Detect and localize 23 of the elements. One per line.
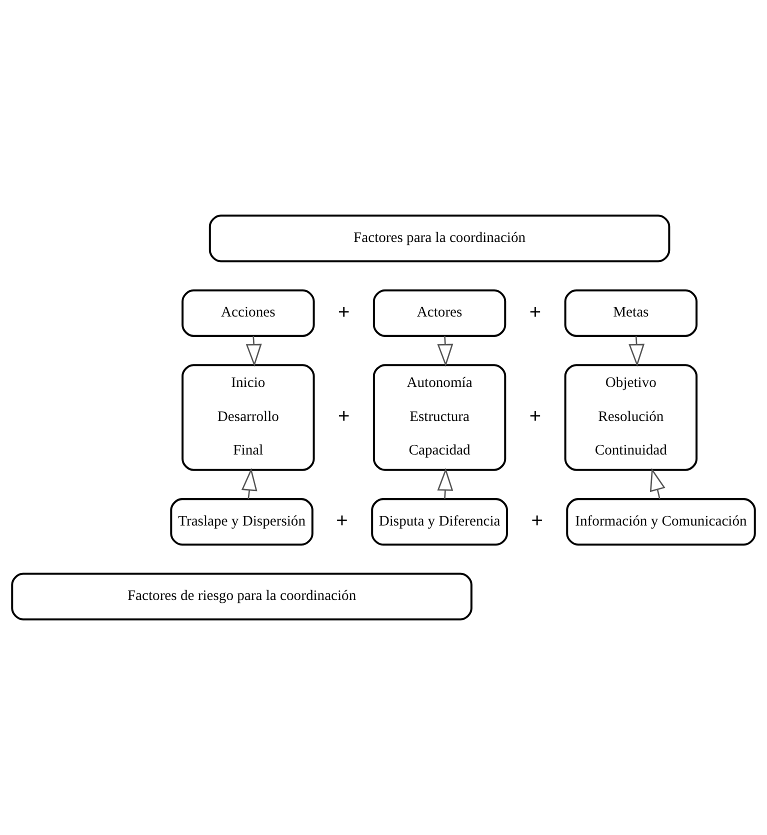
arrow bbox=[437, 336, 454, 367]
label: + bbox=[338, 301, 350, 324]
node-box: Objetivo Resolución Continuidad bbox=[564, 364, 698, 471]
arrow bbox=[437, 468, 454, 499]
node-box: Acciones bbox=[182, 289, 315, 337]
node-box: Autonomía Estructura Capacidad bbox=[372, 364, 506, 471]
label: + bbox=[529, 406, 542, 428]
node-box: Inicio Desarrollo Final bbox=[182, 364, 315, 471]
node-box: Metas bbox=[564, 289, 698, 337]
arrow bbox=[628, 336, 645, 367]
node-box: Traslape y Dispersión bbox=[170, 498, 314, 546]
node-box: Información y Comunicación bbox=[566, 498, 756, 546]
label: + bbox=[336, 510, 348, 532]
label: + bbox=[531, 510, 543, 532]
node-box: Disputa y Diferencia bbox=[371, 498, 508, 546]
label: + bbox=[338, 406, 350, 428]
arrow bbox=[241, 468, 258, 499]
arrow bbox=[650, 468, 666, 499]
arrow bbox=[246, 336, 262, 367]
node-box: Actores bbox=[372, 289, 506, 337]
label: + bbox=[529, 301, 542, 324]
node-box: Factores de riesgo para la coordinación bbox=[11, 572, 472, 620]
node-box: Factores para la coordinación bbox=[208, 214, 670, 262]
